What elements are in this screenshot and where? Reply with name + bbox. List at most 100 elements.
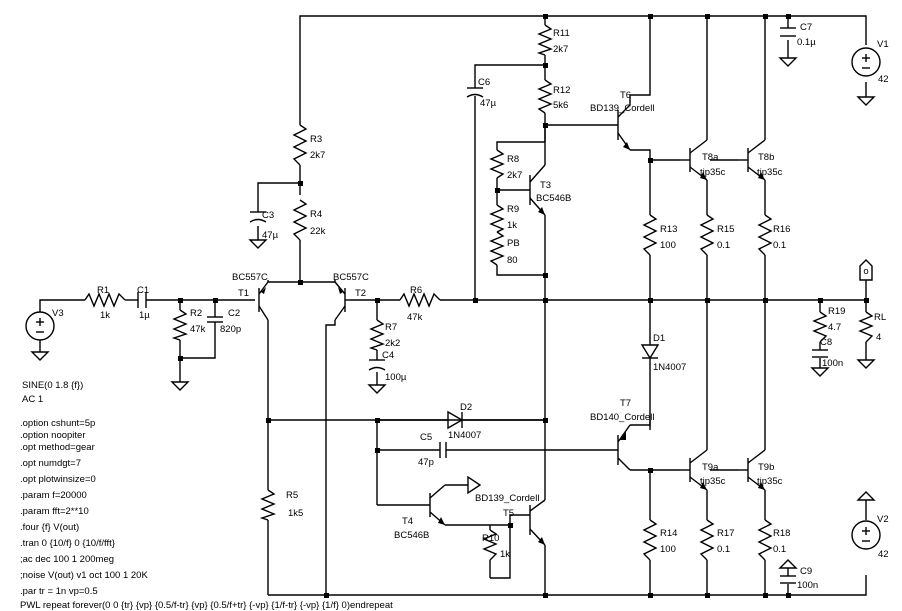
source-symbols	[25, 47, 881, 550]
svg-text:PB: PB	[507, 238, 520, 249]
svg-text:V1: V1	[877, 39, 889, 50]
svg-text:C1: C1	[137, 285, 149, 296]
junctions	[178, 14, 869, 598]
svg-text:R11: R11	[553, 28, 570, 39]
t8b-symbol	[738, 139, 766, 181]
r8-symbol	[489, 149, 505, 179]
c9-symbol	[780, 575, 796, 584]
svg-text:C7: C7	[800, 22, 812, 33]
ground-icon	[248, 239, 268, 249]
svg-text:47µ: 47µ	[480, 98, 497, 109]
t1-symbol	[258, 281, 269, 321]
svg-text:1k: 1k	[100, 310, 110, 321]
pwl-source-spec: PWL repeat forever(0 0 {tr} {vp} {0.5/f-…	[20, 600, 393, 611]
svg-text:0.1: 0.1	[717, 544, 730, 555]
svg-text:42: 42	[878, 549, 889, 560]
svg-text:5k6: 5k6	[553, 100, 568, 111]
svg-text:tip35c: tip35c	[757, 167, 783, 178]
c6-symbol	[466, 87, 484, 98]
svg-text:T9b: T9b	[758, 462, 774, 473]
svg-text:2k7: 2k7	[507, 170, 522, 181]
directive-line: .param f=20000	[20, 490, 87, 501]
svg-text:0.1: 0.1	[717, 240, 730, 251]
ground-icon	[778, 57, 798, 67]
t7-symbol	[617, 424, 631, 471]
c2-symbol	[207, 316, 223, 330]
r12-symbol	[537, 79, 553, 114]
svg-text:C8: C8	[820, 337, 832, 348]
svg-text:R4: R4	[310, 209, 322, 220]
svg-text:R9: R9	[507, 204, 519, 215]
svg-text:T8b: T8b	[758, 152, 774, 163]
svg-text:2k7: 2k7	[553, 44, 568, 55]
v2-symbol	[851, 520, 881, 550]
r5-symbol	[259, 489, 276, 521]
svg-text:4.7: 4.7	[828, 322, 841, 333]
r2-symbol	[171, 309, 188, 341]
svg-text:T9a: T9a	[702, 462, 719, 473]
svg-text:47µ: 47µ	[262, 230, 279, 241]
v3-symbol	[25, 311, 55, 341]
svg-text:4: 4	[876, 332, 881, 343]
directive-line: .param fft=2**10	[20, 506, 89, 517]
svg-text:BC557C: BC557C	[333, 272, 369, 283]
svg-text:R3: R3	[310, 134, 322, 145]
svg-text:1k: 1k	[507, 220, 517, 231]
svg-text:C5: C5	[420, 432, 432, 443]
svg-text:R7: R7	[385, 322, 397, 333]
svg-text:T8a: T8a	[702, 152, 719, 163]
svg-text:T6: T6	[620, 90, 631, 101]
svg-text:0.1: 0.1	[773, 544, 786, 555]
t9a-symbol	[680, 449, 708, 491]
svg-text:D2: D2	[460, 402, 472, 413]
directive-line: .option cshunt=5p	[20, 418, 95, 429]
svg-text:1µ: 1µ	[139, 310, 150, 321]
svg-text:0.1: 0.1	[773, 240, 786, 251]
svg-text:tip35c: tip35c	[757, 476, 783, 487]
svg-text:47k: 47k	[407, 312, 423, 323]
directive-line: .par tr = 1n vp=0.5	[20, 586, 98, 597]
t3-symbol	[529, 145, 546, 232]
svg-text:AC 1: AC 1	[22, 394, 43, 405]
directive-line: ;noise V(out) v1 oct 100 1 20K	[20, 570, 148, 581]
t2-symbol	[334, 281, 350, 321]
diode-symbols	[447, 344, 660, 430]
c5-symbol	[439, 442, 447, 458]
svg-text:820p: 820p	[220, 324, 241, 335]
t6-symbol	[617, 104, 631, 151]
svg-text:R14: R14	[660, 528, 677, 539]
r3-symbol	[292, 124, 308, 166]
r9-symbol	[489, 204, 505, 233]
resistor-symbols	[84, 24, 874, 561]
svg-text:R13: R13	[660, 224, 677, 235]
svg-text:2k7: 2k7	[310, 150, 325, 161]
directive-line: .four {f} V(out)	[20, 522, 79, 533]
ground-icon	[856, 491, 876, 501]
svg-text:C4: C4	[382, 350, 394, 361]
svg-text:100: 100	[660, 240, 676, 251]
capacitor-symbols	[137, 27, 828, 584]
r15-symbol	[699, 214, 715, 256]
svg-text:V3: V3	[52, 308, 64, 319]
wires	[39, 15, 867, 596]
svg-text:R18: R18	[773, 528, 790, 539]
v3-source-spec: SINE(0 1.8 {f}) AC 1	[22, 380, 83, 405]
output-port-flag: o	[859, 259, 873, 281]
svg-text:D1: D1	[653, 333, 665, 344]
svg-text:100µ: 100µ	[385, 372, 407, 383]
svg-text:RL: RL	[874, 312, 886, 323]
pb-symbol	[489, 231, 505, 266]
svg-text:C9: C9	[800, 566, 812, 577]
ground-icon	[778, 559, 798, 569]
svg-text:42: 42	[878, 74, 889, 85]
svg-text:100n: 100n	[797, 580, 818, 591]
r10-symbol	[482, 529, 498, 561]
svg-text:o: o	[863, 266, 868, 277]
svg-text:80: 80	[507, 255, 518, 266]
svg-text:100n: 100n	[822, 358, 843, 369]
r14-symbol	[642, 519, 658, 561]
r6-symbol	[399, 292, 441, 308]
directive-line: .opt method=gear	[20, 442, 95, 453]
rl-symbol	[858, 311, 874, 343]
svg-text:47p: 47p	[418, 457, 434, 468]
